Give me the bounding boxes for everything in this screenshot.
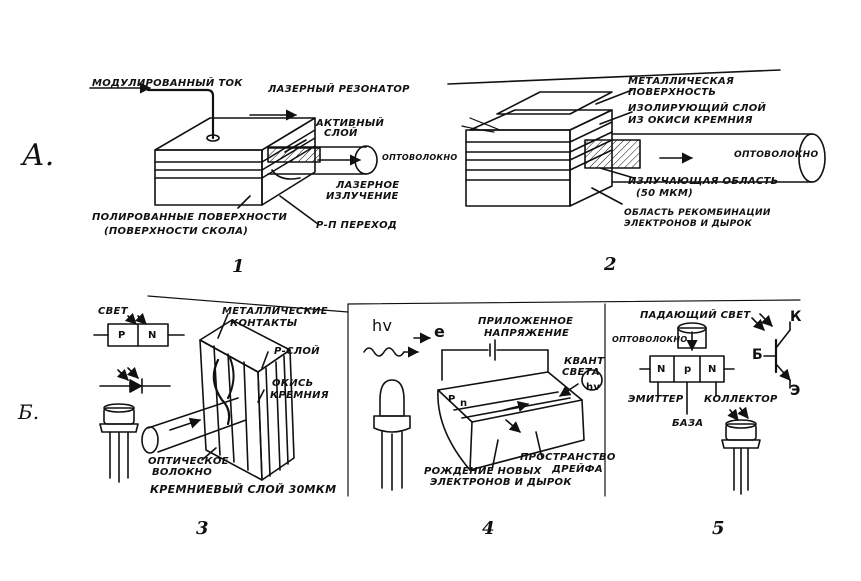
n-layer-label-4: n [460,398,468,409]
quantum-hv-label: hv [586,382,601,393]
polished-surfaces-label-2: (ПОВЕРХНОСТИ СКОЛА) [104,226,249,237]
n-region-label: N [148,330,157,341]
oxide-label-1: ОКИСЬ [272,378,314,389]
silicon-layer-label: КРЕМНИЕВЫЙ СЛОЙ 30МКМ [150,483,337,496]
quantum-label-1: КВАНТ [564,356,605,367]
panel-number-2: 2 [604,254,617,275]
fiber-label-1: ОПТОВОЛОКНО [382,153,458,162]
base-region-p: p [684,364,692,375]
carrier-generation-label-2: ЭЛЕКТРОНОВ И ДЫРОК [430,477,572,488]
avalanche-photodiode-drawing [363,332,603,491]
metal-surface-label-2: ПОВЕРХНОСТЬ [628,87,717,98]
laser-diode-drawing [89,82,378,225]
hv-label: hv [372,316,393,335]
light-label: СВЕТ [98,306,128,317]
drift-space-label-1: ПРОСТРАНСТВО [520,452,616,463]
emitting-region-label-2: (50 МКМ) [636,188,694,199]
recombination-label-1: ОБЛАСТЬ РЕКОМБИНАЦИИ [624,208,771,218]
section-label-a: А. [22,138,55,173]
terminal-k-label: К [790,309,802,325]
pn-junction-label: Р-П ПЕРЕХОД [316,220,398,231]
polished-surfaces-label-1: ПОЛИРОВАННЫЕ ПОВЕРХНОСТИ [92,212,288,223]
p-region-label: P [118,330,126,341]
emitter-region-n: N [657,364,666,375]
laser-emission-label-2: ИЗЛУЧЕНИЕ [326,191,399,202]
active-layer-label-1: АКТИВНЫЙ [316,118,385,129]
insulating-layer-label-1: ИЗОЛИРУЮЩИЙ СЛОЙ [628,103,767,114]
fiber-label-2: ОПТОВОЛОКНО [734,150,819,160]
photodiode-drawing [93,312,295,483]
emitter-label: ЭМИТТЕР [628,394,684,405]
optical-fiber-label-1: ОПТИЧЕСКОЕ [148,456,229,467]
terminal-b-label: Б [752,347,763,363]
collector-label: КОЛЛЕКТОР [704,394,778,405]
section-label-b: Б. [18,400,40,424]
carrier-generation-label-1: РОЖДЕНИЕ НОВЫХ [424,466,542,477]
active-layer-label-2: СЛОЙ [324,128,358,139]
optical-fiber-label-2: ВОЛОКНО [152,467,213,478]
panel-number-1: 1 [232,256,245,277]
collector-region-n: N [708,364,717,375]
metal-contacts-label-1: МЕТАЛЛИЧЕСКИЕ [222,306,328,317]
emitting-region-label-1: ИЗЛУЧАЮЩАЯ ОБЛАСТЬ [628,176,779,187]
led-drawing [447,69,826,207]
panel-number-3: 3 [196,518,209,539]
p-layer-label-4: P [448,394,456,405]
metal-surface-label-1: МЕТАЛЛИЧЕСКАЯ [628,76,735,87]
applied-voltage-label-1: ПРИЛОЖЕННОЕ [478,316,574,327]
laser-resonator-label: ЛАЗЕРНЫЙ РЕЗОНАТОР [268,84,410,95]
laser-emission-label-1: ЛАЗЕРНОЕ [336,180,400,191]
panel-number-4: 4 [482,518,495,539]
metal-contacts-label-2: КОНТАКТЫ [230,318,298,329]
incident-light-label: ПАДАЮЩИЙ СВЕТ [640,310,751,321]
phototransistor-drawing [639,313,791,495]
modulated-current-label: МОДУЛИРОВАННЫЙ ТОК [92,78,243,89]
oxide-label-2: КРЕМНИЯ [270,390,329,401]
fiber-label-5: ОПТОВОЛОКНО [612,335,688,344]
recombination-label-2: ЭЛЕКТРОНОВ И ДЫРОК [624,219,753,229]
quantum-label-2: СВЕТА [562,367,600,378]
drift-space-label-2: ДРЕЙФА [552,464,603,475]
p-layer-label: Р-СЛОЙ [274,346,320,357]
electron-label: e [434,322,446,341]
panel-number-5: 5 [712,518,725,539]
applied-voltage-label-2: НАПРЯЖЕНИЕ [484,328,570,339]
terminal-e-label: Э [790,383,801,399]
base-label: БАЗА [672,418,704,429]
insulating-layer-label-2: ИЗ ОКИСИ КРЕМНИЯ [628,115,753,126]
